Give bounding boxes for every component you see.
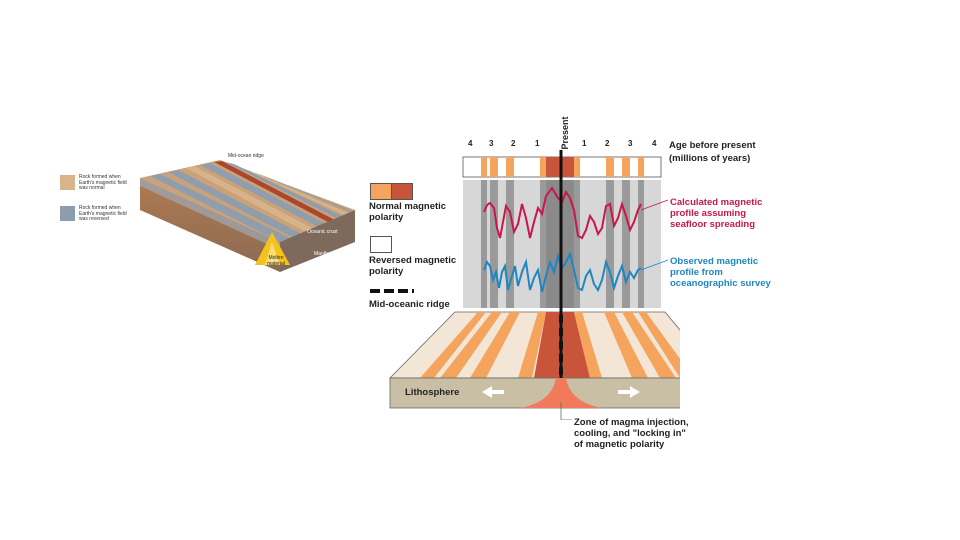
age-subtitle: (millions of years) — [669, 153, 751, 164]
legend-swatch-reversed-rock — [60, 206, 75, 221]
molten-material-label: Molten material — [267, 255, 285, 267]
legend-swatch-normal-dark — [391, 183, 413, 200]
tick-left-4: 4 — [468, 139, 473, 148]
calculated-profile-label: Calculated magnetic profile assuming sea… — [670, 197, 763, 230]
right-spreading-arrow — [618, 386, 640, 398]
tick-left-2: 2 — [511, 139, 516, 148]
legend-swatch-normal-light — [370, 183, 392, 200]
legend-ridge-text: Mid-oceanic ridge — [369, 299, 450, 310]
legend-ridge-dashes — [370, 289, 414, 293]
present-label: Present — [560, 116, 570, 150]
tick-right-3: 3 — [628, 139, 633, 148]
observed-profile-label: Observed magnetic profile from oceanogra… — [670, 256, 771, 289]
mantle-label: Mantle — [314, 251, 330, 257]
mid-ocean-ridge-label: Mid-ocean ridge — [228, 153, 264, 159]
magnetic-stripes — [150, 161, 352, 242]
tick-right-4: 4 — [652, 139, 657, 148]
age-title: Age before present — [669, 140, 756, 151]
lithosphere-label: Lithosphere — [405, 387, 460, 398]
left-spreading-arrow — [482, 386, 504, 398]
legend-swatch-normal-rock — [60, 175, 75, 190]
magma-zone-label: Zone of magma injection, cooling, and "l… — [574, 417, 689, 450]
seafloor-block-stripes — [420, 312, 680, 378]
tick-left-3: 3 — [489, 139, 494, 148]
age-stripes-top — [481, 157, 644, 177]
tick-right-1: 1 — [582, 139, 587, 148]
legend-reversed-rock-text: Rock formed when Earth's magnetic field … — [79, 205, 127, 222]
tick-left-1: 1 — [535, 139, 540, 148]
oceanic-crust-label: Oceanic crust — [307, 229, 338, 235]
magma-injection-zone — [520, 378, 602, 408]
legend-reversed-text: Reversed magnetic polarity — [369, 255, 457, 277]
block-right-side — [280, 210, 355, 272]
observed-profile-line — [483, 251, 642, 293]
legend-normal-rock-text: Rock formed when Earth's magnetic field … — [79, 174, 127, 191]
seafloor-block-diagram — [130, 150, 360, 280]
magnetic-profile-diagram — [389, 150, 680, 420]
legend-swatch-reversed — [370, 236, 392, 253]
tick-right-2: 2 — [605, 139, 610, 148]
legend-normal-text: Normal magnetic polarity — [369, 201, 447, 223]
seafloor-block-svg — [140, 160, 355, 272]
